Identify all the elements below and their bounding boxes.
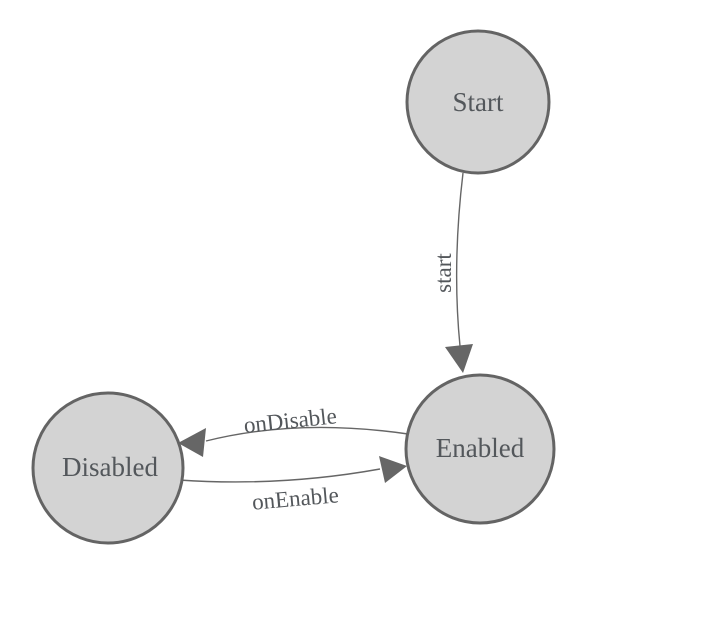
edge-ondisable-line — [205, 426, 409, 442]
edge-label-start: start — [431, 253, 456, 293]
edge-onenable-line — [178, 468, 381, 483]
state-node-enabled-circle[interactable] — [404, 373, 556, 525]
state-node-disabled-circle[interactable] — [31, 391, 185, 545]
edge-disabled-to-enabled: onEnable — [178, 456, 407, 515]
state-node-enabled[interactable]: Enabled — [404, 373, 556, 525]
edge-label-ondisable: onDisable — [243, 403, 338, 438]
edge-onenable-arrowhead-icon — [379, 456, 407, 483]
state-node-disabled[interactable]: Disabled — [31, 391, 185, 545]
state-node-enabled-label: Enabled — [436, 433, 525, 463]
edge-enabled-to-disabled: onDisable — [178, 403, 409, 457]
edge-start-line — [455, 172, 464, 347]
edge-start-to-enabled: start — [431, 172, 473, 373]
state-node-start-label: Start — [453, 87, 504, 117]
state-node-start-circle[interactable] — [405, 29, 551, 175]
state-node-disabled-label: Disabled — [62, 452, 158, 482]
state-node-start[interactable]: Start — [405, 29, 551, 175]
edge-ondisable-arrowhead-icon — [178, 428, 206, 457]
edge-start-arrowhead-icon — [445, 344, 473, 373]
edge-label-onenable: onEnable — [251, 482, 340, 514]
